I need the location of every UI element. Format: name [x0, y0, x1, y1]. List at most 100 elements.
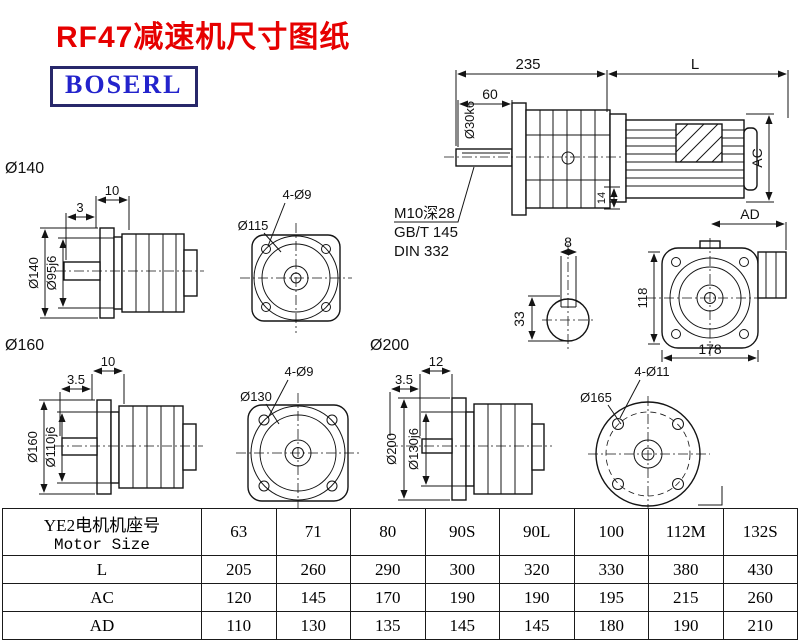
dimension-drawing: 235 L 60 Ø30k6 AC 14 M10深28 GB/T 145 DIN… [5, 56, 789, 508]
flange140-front-view: 4-Ø9 Ø115 [238, 187, 352, 333]
flange160-front-view: 4-Ø9 Ø130 [236, 364, 360, 508]
header-cn: YE2电机机座号 [43, 515, 161, 535]
column-header-132s: 132S [722, 508, 798, 556]
column-header-90l: 90L [499, 508, 575, 556]
table-cell: 145 [499, 611, 575, 640]
table-cell: 190 [499, 583, 575, 612]
flange140-outer-dia: Ø140 [26, 257, 41, 289]
row-label-L: L [2, 555, 202, 584]
flange160-shaft [61, 437, 98, 456]
table-header-row: YE2电机机座号 Motor Size 63 71 80 90S 90L 100… [2, 508, 798, 556]
side-view-drawing: 235 L 60 Ø30k6 AC 14 [444, 56, 789, 216]
table-cell: 320 [499, 555, 575, 584]
dim-235: 235 [515, 56, 540, 73]
shaft-section-drawing: 8 33 [511, 234, 596, 352]
dim-178: 178 [698, 341, 722, 357]
table-cell: 205 [201, 555, 277, 584]
output-shaft [455, 148, 513, 167]
shaft-diameter-label: Ø30k6 [462, 101, 477, 139]
flange160-plate [96, 399, 112, 495]
flange160-dim-10: 10 [101, 354, 115, 369]
table-row-L: L 205 260 290 300 320 330 380 430 [2, 555, 798, 584]
flange140-dim-3: 3 [76, 200, 83, 215]
flange160-pilot-dia: Ø110j6 [43, 427, 58, 468]
flange140-plate [99, 227, 115, 319]
flange160-holes-label: 4-Ø9 [285, 364, 314, 379]
flange140-label: Ø140 [5, 160, 44, 177]
page-title: RF47减速机尺寸图纸 [56, 21, 351, 54]
flange200-front-view: 4-Ø11 Ø165 [580, 364, 723, 508]
flange200-pilot-dia: Ø130j6 [406, 428, 421, 470]
flange200-bolt-circle-label: Ø165 [580, 390, 612, 405]
flange160-dim-3-5: 3.5 [67, 372, 85, 387]
table-cell: 215 [648, 583, 724, 612]
dim-118: 118 [635, 288, 650, 309]
dim-14: 14 [596, 192, 608, 204]
table-cell: 380 [648, 555, 724, 584]
table-cell: 210 [722, 611, 798, 640]
table-cell: 430 [722, 555, 798, 584]
flange200-holes-label: 4-Ø11 [634, 364, 669, 379]
dim-ac: AC [749, 148, 765, 167]
dim-ad: AD [740, 206, 759, 222]
row-label-AD: AD [2, 611, 202, 640]
table-cell: 190 [424, 583, 500, 612]
rear-terminal-box [757, 251, 787, 299]
dim-8: 8 [564, 234, 572, 250]
boserl-logo: BOSERL [50, 66, 198, 107]
flange160-side-view: Ø160 10 3.5 Ø160 Ø110j6 [5, 337, 203, 495]
thread-note-line3: DIN 332 [394, 243, 449, 260]
table-cell: 190 [648, 611, 724, 640]
flange140-pilot-dia: Ø95j6 [44, 256, 59, 291]
table-cell: 120 [201, 583, 277, 612]
column-header-80: 80 [350, 508, 426, 556]
column-header-100: 100 [573, 508, 649, 556]
motor-size-header-cell: YE2电机机座号 Motor Size [2, 508, 202, 556]
dim-l: L [691, 56, 699, 73]
flange160-outer-dia: Ø160 [25, 431, 40, 463]
flange140-dim-10: 10 [105, 183, 119, 198]
table-row-AC: AC 120 145 170 190 190 195 215 260 [2, 583, 798, 612]
column-header-112m: 112M [648, 508, 724, 556]
dim-33: 33 [511, 311, 527, 327]
table-cell: 145 [424, 611, 500, 640]
table-cell: 330 [573, 555, 649, 584]
table-cell: 290 [350, 555, 426, 584]
table-row-AD: AD 110 130 135 145 145 180 190 210 [2, 611, 798, 640]
table-cell: 145 [275, 583, 351, 612]
flange160-label: Ø160 [5, 337, 44, 354]
gearbox-flange [511, 102, 527, 216]
flange200-label: Ø200 [370, 337, 409, 354]
flange200-gearbox-body [473, 403, 533, 495]
flange200-outer-dia: Ø200 [384, 433, 399, 465]
motor-rear-cap [743, 127, 758, 191]
flange140-gearbox-body [121, 233, 185, 313]
table-cell: 110 [201, 611, 277, 640]
flange140-bolt-circle-label: Ø115 [238, 218, 269, 233]
table-cell: 260 [722, 583, 798, 612]
table-cell: 300 [424, 555, 500, 584]
flange140-side-view: Ø140 10 3 Ø140 Ø95j6 [5, 160, 204, 319]
flange200-dim-3-5: 3.5 [395, 372, 413, 387]
flange200-side-view: Ø200 12 3.5 Ø200 Ø130j6 [370, 337, 552, 501]
row-label-AC: AC [2, 583, 202, 612]
header-en: Motor Size [53, 535, 150, 554]
table-cell: 260 [275, 555, 351, 584]
thread-note: M10深28 GB/T 145 DIN 332 [394, 166, 475, 260]
dim-60: 60 [482, 86, 498, 102]
flange160-gearbox-body [118, 405, 184, 489]
table-cell: 135 [350, 611, 426, 640]
table-cell: 170 [350, 583, 426, 612]
table-cell: 195 [573, 583, 649, 612]
motor-flange [609, 113, 627, 203]
flange160-bolt-circle-label: Ø130 [240, 389, 272, 404]
flange140-holes-label: 4-Ø9 [283, 187, 312, 202]
column-header-63: 63 [201, 508, 277, 556]
thread-note-line1: M10深28 [394, 205, 455, 222]
column-header-90s: 90S [424, 508, 500, 556]
column-header-71: 71 [275, 508, 351, 556]
table-cell: 130 [275, 611, 351, 640]
flange200-plate [451, 397, 467, 501]
table-cell: 180 [573, 611, 649, 640]
